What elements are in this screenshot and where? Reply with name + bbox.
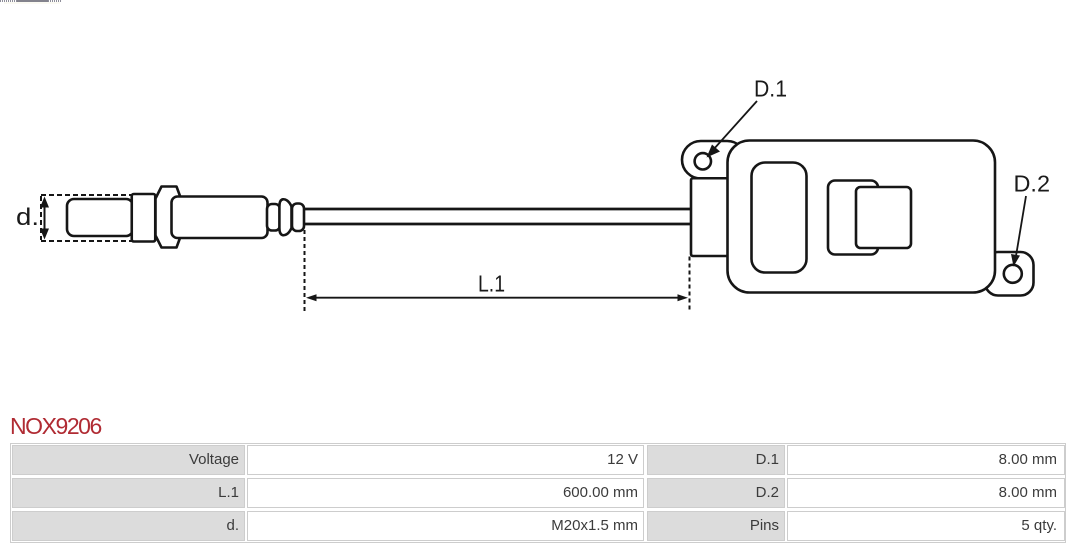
svg-text:D.2: D.2: [1014, 171, 1051, 197]
svg-text:L.1: L.1: [478, 271, 505, 297]
svg-text:d.: d.: [16, 204, 39, 231]
svg-text:D.1: D.1: [754, 76, 787, 102]
